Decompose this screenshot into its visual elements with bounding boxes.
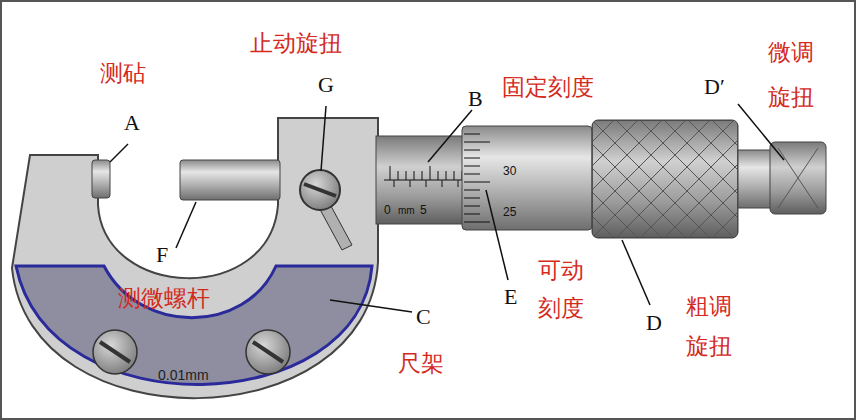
ratchet-neck <box>738 150 772 208</box>
leader-lines <box>110 104 784 312</box>
callout-letter: F <box>156 242 168 268</box>
part-name: 测微螺杆 <box>118 285 210 313</box>
resolution-mark: 0.01mm <box>158 368 209 382</box>
callout-letter: C <box>416 304 431 330</box>
callout-letter: E <box>504 284 517 310</box>
scale-number: 25 <box>503 206 516 218</box>
thimble <box>462 126 592 230</box>
scale-number: 0 <box>384 204 391 216</box>
callout-letter: A <box>124 110 140 136</box>
anvil <box>92 160 110 198</box>
part-name: 止动旋扭 <box>250 30 342 58</box>
sleeve <box>376 136 468 224</box>
scale-number: 5 <box>420 204 427 216</box>
sleeve-scale <box>384 166 468 187</box>
coarse-knob <box>592 120 738 238</box>
frame-insulator <box>16 266 372 385</box>
scale-unit: mm <box>398 206 415 216</box>
knurling <box>592 120 738 238</box>
callout-letter: D <box>646 310 662 336</box>
part-name: 尺架 <box>398 350 444 378</box>
scale-number: 30 <box>503 165 516 177</box>
part-name: 微调 旋扭 <box>768 30 820 120</box>
spindle <box>180 160 280 200</box>
frame <box>12 118 378 398</box>
callout-letter: D′ <box>704 74 725 100</box>
fine-knob-knurl <box>778 148 818 208</box>
lock-knob <box>300 170 352 250</box>
callout-letter: B <box>468 86 483 112</box>
callout-letter: G <box>318 72 334 98</box>
thimble-scale <box>464 134 490 222</box>
part-name: 测砧 <box>100 60 146 88</box>
part-name: 粗调 旋扭 <box>686 286 738 367</box>
part-name: 可动 刻度 <box>538 252 590 328</box>
part-name: 固定刻度 <box>502 74 594 102</box>
